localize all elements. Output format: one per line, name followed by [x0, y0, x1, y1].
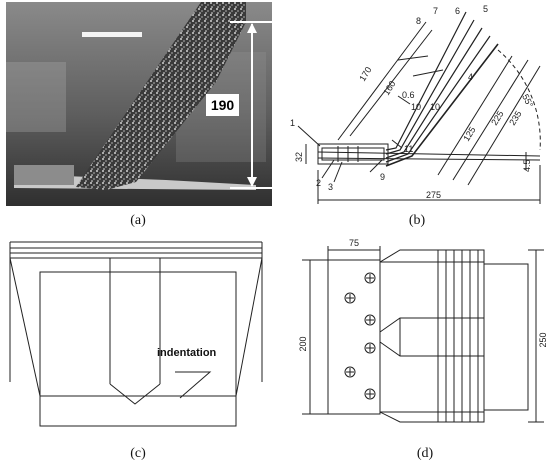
caption-a: (a): [130, 213, 146, 228]
callout-10: 10: [411, 102, 421, 112]
dim-75: 75: [349, 238, 359, 248]
window-left: [6, 62, 66, 132]
callout-7: 7: [433, 6, 438, 16]
photo-illustration: 190: [6, 2, 272, 206]
callout-8: 8: [416, 16, 421, 26]
callout-9: 9: [380, 172, 385, 182]
callout-3: 3: [328, 182, 333, 192]
base-housing: [14, 165, 74, 185]
panel-a-photo: 190: [6, 2, 272, 206]
dim-125: 125: [461, 125, 477, 143]
front-view-drawing: [9, 241, 263, 427]
dim-200: 200: [298, 336, 308, 351]
panel-b-drawing: 1 2 3 4 5 6 7 8 9 10 11 170 160 0.6 10 1…: [278, 0, 550, 210]
callout-1: 1: [290, 118, 295, 128]
dim-225: 225: [489, 109, 505, 127]
caption-c: (c): [130, 446, 146, 461]
ceiling-light: [82, 32, 142, 37]
height-label: 190: [211, 97, 235, 113]
plan-view-drawing: 75 200 250: [298, 238, 548, 423]
dim-0-6: 0.6: [402, 90, 415, 100]
dim-55deg: 55°: [520, 92, 535, 109]
dim-250: 250: [538, 332, 548, 347]
caption-b: (b): [408, 213, 426, 228]
dim-4-5: 4.5: [522, 159, 532, 172]
bolt-holes: [344, 272, 376, 400]
dim-32: 32: [294, 152, 304, 162]
caption-d: (d): [416, 446, 434, 461]
callout-2: 2: [316, 178, 321, 188]
height-arrow: [230, 21, 272, 189]
dim-235: 235: [507, 109, 523, 127]
indentation-label: indentation: [157, 347, 217, 359]
dim-170: 170: [357, 65, 373, 83]
callout-11: 11: [404, 144, 413, 154]
callout-6: 6: [455, 6, 460, 16]
height-label-box: [206, 94, 239, 116]
bent-sheet-drawing: 1 2 3 4 5 6 7 8 9 10 11 170 160 0.6 10 1…: [290, 4, 541, 204]
panel-d-drawing: 75 200 250: [288, 232, 550, 438]
panel-c-drawing: indentation: [0, 236, 275, 436]
dim-160: 160: [381, 79, 397, 97]
dim-275: 275: [426, 190, 441, 200]
callout-4: 4: [468, 72, 473, 82]
callout-5: 5: [483, 4, 488, 14]
dim-10: 10: [430, 102, 440, 112]
steel-wool-sheaf: [76, 2, 246, 190]
